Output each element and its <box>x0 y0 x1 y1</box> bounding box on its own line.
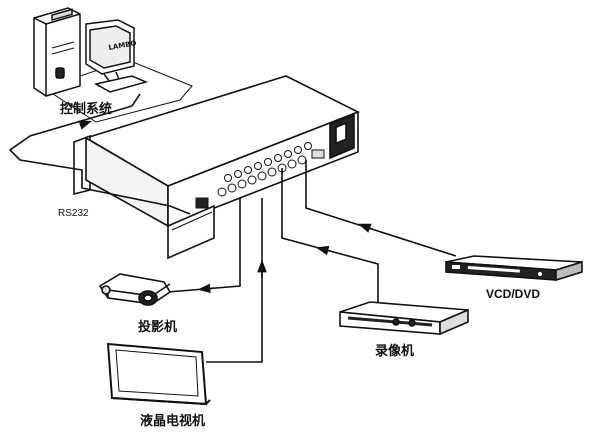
dvd-cable <box>305 160 457 257</box>
projector-icon <box>98 273 172 306</box>
projector-label: 投影机 <box>138 320 178 335</box>
switcher-connectors <box>195 142 325 209</box>
lcd-tv-label: 液晶电视机 <box>140 414 206 429</box>
vcr-icon <box>339 301 469 336</box>
rs232-label: RS232 <box>58 208 89 219</box>
rs232-cable <box>8 93 191 215</box>
matrix-switcher <box>73 75 360 260</box>
vcd-dvd-label: VCD/DVD <box>486 287 541 301</box>
lcd-tv-icon <box>106 342 211 406</box>
dvd-player-icon <box>445 255 583 282</box>
tv-cable <box>206 198 263 363</box>
computer-icon <box>33 7 193 123</box>
cables <box>8 93 457 363</box>
projector-cable <box>167 198 241 293</box>
vcr-label: 录像机 <box>375 344 415 359</box>
control-system-label: 控制系统 <box>60 102 113 117</box>
vcr-cable <box>281 168 379 306</box>
